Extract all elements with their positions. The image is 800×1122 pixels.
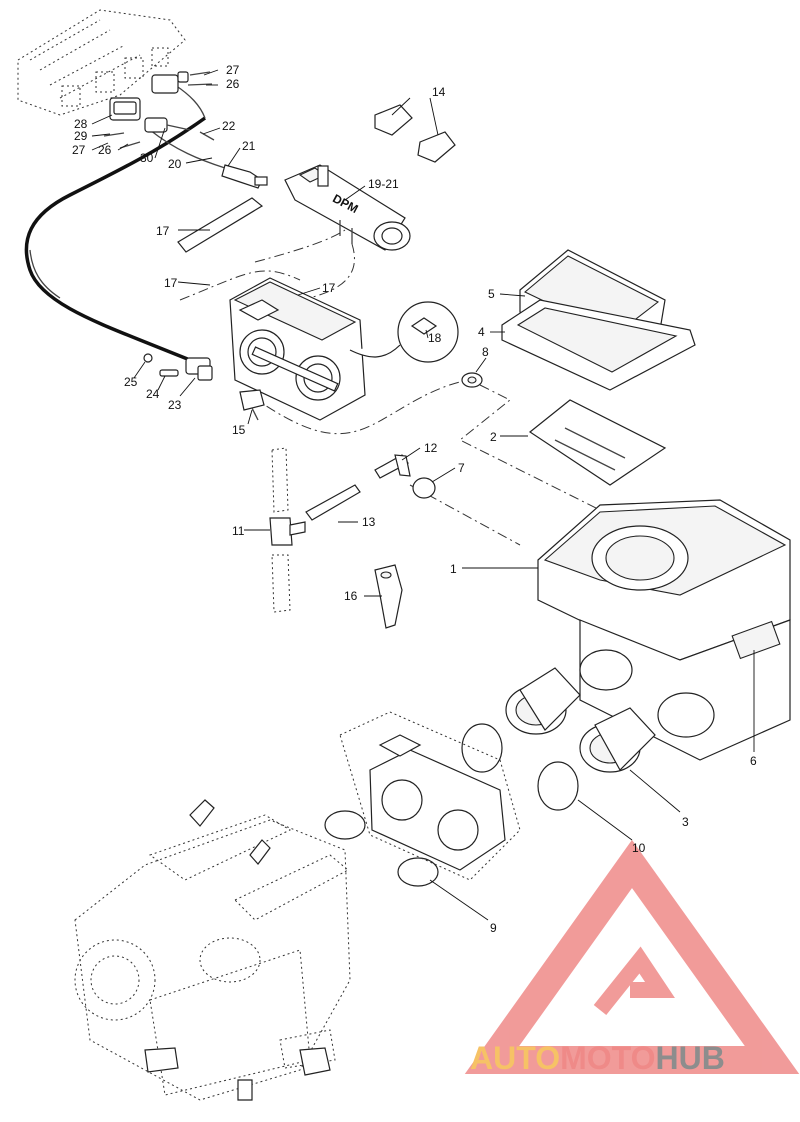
sensor-15-icon: [239, 389, 265, 421]
brand-hub: HUB: [655, 1040, 725, 1076]
brand-auto: AUTO: [470, 1040, 561, 1076]
boot-3-right: [579, 707, 656, 773]
callout-30: 30: [140, 151, 154, 165]
ecu-module-outline: [17, 9, 186, 116]
callout-13: 13: [362, 515, 376, 529]
callout-29: 29: [74, 129, 88, 143]
tool-16-icon: [374, 564, 403, 629]
callout-25: 25: [124, 375, 138, 389]
callout-16: 16: [344, 589, 358, 603]
callout-5: 5: [488, 287, 495, 301]
callout-17-b: 17: [164, 276, 178, 290]
callout-2: 2: [490, 430, 497, 444]
clamp-18-icon: [397, 301, 459, 363]
watermark-logo-icon: [464, 839, 800, 1074]
engine-outline: [74, 799, 351, 1101]
callout-14: 14: [432, 85, 446, 99]
boot-3-left: [505, 667, 581, 735]
brand-moto: MOTO: [560, 1040, 656, 1076]
tee-fitting-11-icon: [269, 447, 306, 613]
callout-26-left: 26: [98, 143, 112, 157]
connector-top-icon: [151, 71, 189, 94]
wiring-harness: [24, 84, 226, 362]
clips-14-icon: [374, 104, 456, 163]
fuel-rail-dpm: DPM: [284, 164, 411, 251]
callout-22: 22: [222, 119, 236, 133]
callout-9: 9: [490, 921, 497, 935]
fitting-12-icon: [374, 454, 411, 479]
throttle-body-lower: [339, 711, 521, 881]
callout-17-c: 17: [322, 281, 336, 295]
callout-15: 15: [232, 423, 246, 437]
callout-7: 7: [458, 461, 465, 475]
callout-28: 28: [74, 117, 88, 131]
callout-19-21: 19-21: [368, 177, 399, 191]
small-parts-24-25-icon: [143, 353, 179, 377]
callout-8: 8: [482, 345, 489, 359]
throttle-body-upper: [229, 277, 401, 421]
connector-23-icon: [185, 357, 213, 381]
hose-17-icon: [177, 197, 264, 253]
callout-18: 18: [428, 331, 442, 345]
callout-23: 23: [168, 398, 182, 412]
callout-10: 10: [632, 841, 646, 855]
hose-13-icon: [305, 484, 361, 521]
callout-labels: 27 26 14 28 29 27 26 22 30 20 21 19-21 1…: [72, 63, 757, 935]
callout-12: 12: [424, 441, 438, 455]
callout-17-a: 17: [156, 224, 170, 238]
filter-frame-4: [501, 299, 696, 391]
sensor-20-icon: [144, 117, 191, 133]
callout-26-top: 26: [226, 77, 240, 91]
sensor-21-icon: [221, 164, 268, 189]
callout-27-top: 27: [226, 63, 240, 77]
callout-27-left: 27: [72, 143, 86, 157]
callout-11: 11: [232, 524, 245, 538]
plate-2: [528, 399, 667, 486]
callout-3: 3: [682, 815, 689, 829]
callout-21: 21: [242, 139, 256, 153]
leader-lines: [91, 69, 755, 921]
callout-24: 24: [146, 387, 160, 401]
watermark-brand-text: AUTOMOTOHUB: [470, 1040, 800, 1080]
airbox-1: [537, 499, 791, 761]
callout-1: 1: [450, 562, 457, 576]
callout-6: 6: [750, 754, 757, 768]
callout-20: 20: [168, 157, 182, 171]
connector-28-icon: [109, 97, 141, 121]
clamp-10-icons: [324, 723, 579, 887]
cap-7-icon: [412, 477, 436, 499]
grommet-8-icon: [461, 372, 483, 388]
callout-4: 4: [478, 325, 485, 339]
